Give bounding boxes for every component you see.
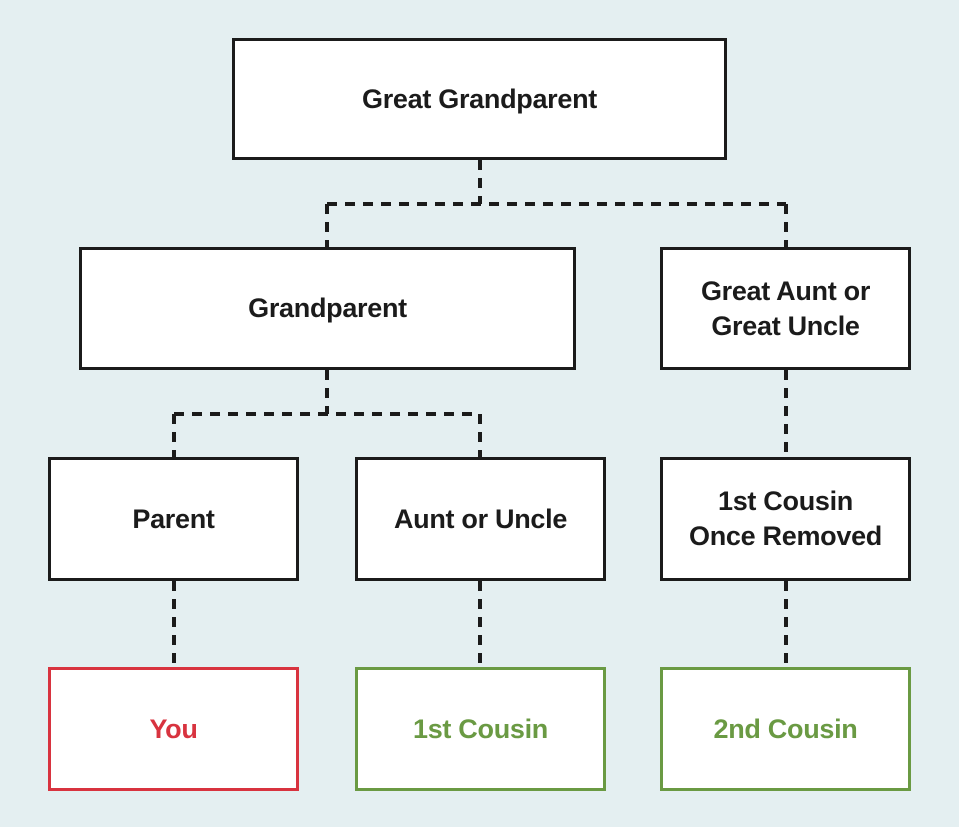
great-grandparent-box: Great Grandparent <box>232 38 727 160</box>
you-box: You <box>48 667 299 791</box>
great-grandparent-label: Great Grandparent <box>362 83 597 114</box>
grandparent-box: Grandparent <box>79 247 576 370</box>
second-cousin-label: 2nd Cousin <box>713 713 858 744</box>
parent-box: Parent <box>48 457 299 581</box>
aunt-or-uncle-label: Aunt or Uncle <box>393 503 568 534</box>
great-aunt-or-uncle-box: Great Aunt or Great Uncle <box>660 247 911 370</box>
first-cousin-once-removed-label: 1st Cousin Once Removed <box>689 486 882 551</box>
second-cousin-box: 2nd Cousin <box>660 667 911 791</box>
first-cousin-box: 1st Cousin <box>355 667 606 791</box>
aunt-or-uncle-box: Aunt or Uncle <box>355 457 606 581</box>
first-cousin-once-removed-box: 1st Cousin Once Removed <box>660 457 911 581</box>
great-aunt-or-uncle-label: Great Aunt or Great Uncle <box>700 275 871 341</box>
you-label: You <box>149 713 198 744</box>
parent-label: Parent <box>132 503 215 534</box>
grandparent-label: Grandparent <box>248 293 407 323</box>
first-cousin-label: 1st Cousin <box>412 713 549 744</box>
